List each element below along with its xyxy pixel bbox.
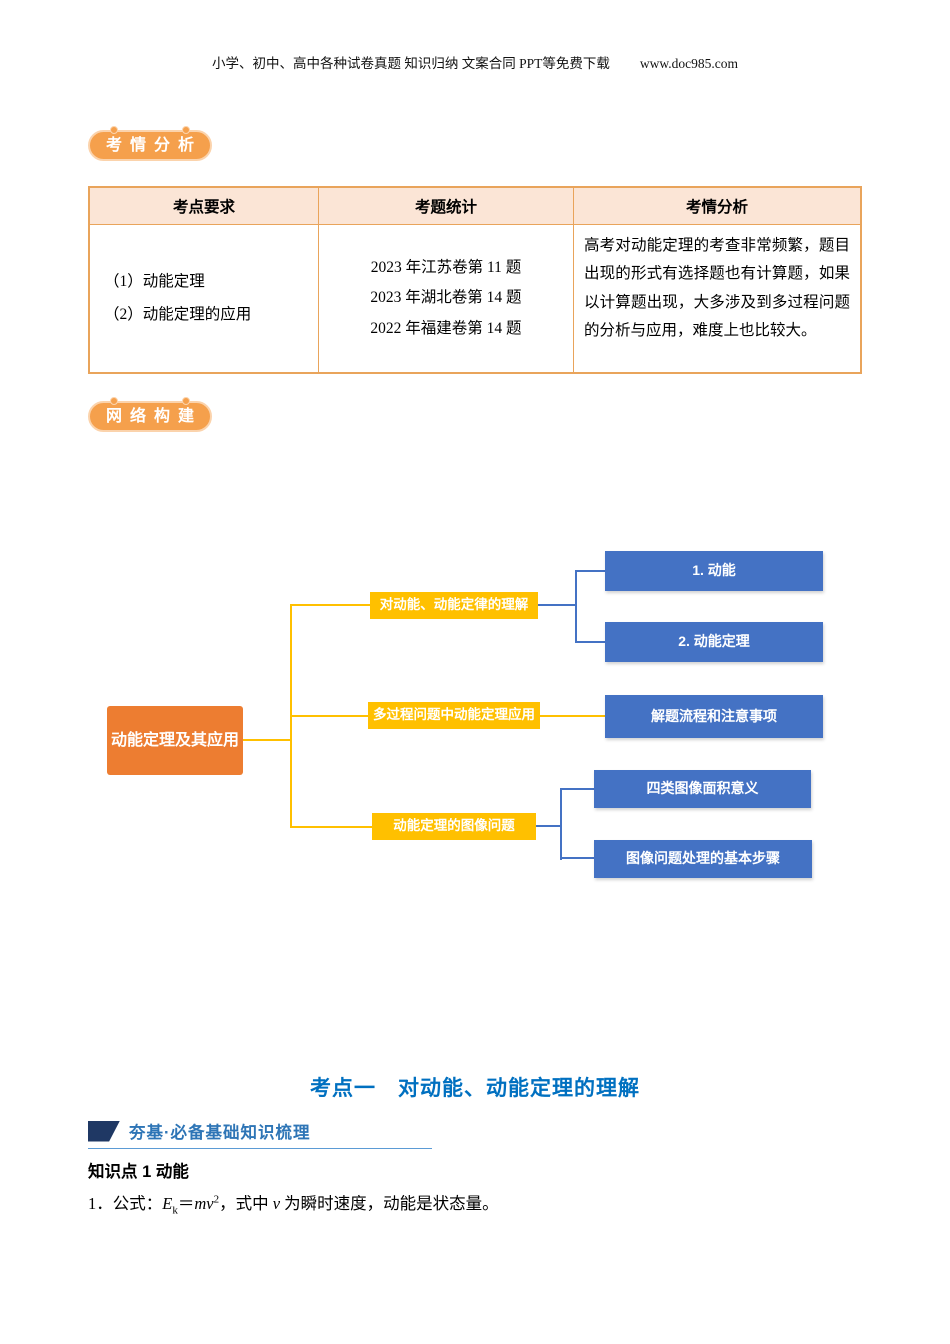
subheader-banner: 夯基·必备基础知识梳理 [88,1119,432,1149]
connector-line [575,570,605,572]
table-header-row: 考点要求 考题统计 考情分析 [90,188,860,225]
site-header: 小学、初中、高中各种试卷真题 知识归纳 文案合同 PPT等免费下载 www.doc… [0,52,950,72]
badge-exam-analysis: 考情分析 [88,126,213,161]
col-header-stats: 考题统计 [319,188,574,225]
connector-line [540,715,605,717]
formula-sub-k: k [172,1204,178,1217]
formula-equals: ＝ [177,1194,195,1213]
connector-line [575,641,605,643]
knowledge-item-1: 1．公式：Ek＝mv2，式中 v 为瞬时速度，动能是状态量。 [88,1190,499,1217]
mindmap-leaf-theorem: 2. 动能定理 [605,622,823,662]
mindmap-branch-understanding: 对动能、动能定律的理解 [370,592,538,619]
cell-requirements: （1）动能定理 （2）动能定理的应用 [90,225,319,372]
mindmap-root-node: 动能定理及其应用 [107,706,243,775]
knowledge-point-title: 知识点 1 动能 [88,1163,189,1181]
connector-line [560,857,594,859]
formula-sup-2: 2 [213,1193,220,1206]
requirement-item: （1）动能定理 [104,272,205,290]
section-title: 考点一 对动能、动能定理的理解 [310,1077,640,1100]
badge-dot-icon [110,126,118,134]
col-header-requirements: 考点要求 [90,188,319,225]
flag-shape-icon [88,1120,120,1142]
connector-line [538,604,575,606]
item-tail: 为瞬时速度，动能是状态量。 [280,1194,499,1213]
site-header-text: 小学、初中、高中各种试卷真题 知识归纳 文案合同 PPT等免费下载 [212,56,610,71]
badge-exam-analysis-label: 考情分析 [106,137,203,154]
mindmap-leaf-graph-steps: 图像问题处理的基本步骤 [594,840,812,878]
col-header-analysis: 考情分析 [574,188,860,225]
badge-network-build-label: 网络构建 [106,408,203,425]
connector-line [290,826,372,828]
badge-network-build: 网络构建 [88,397,213,432]
item-prefix: 1．公式： [88,1194,163,1213]
mindmap-leaf-solving-flow: 解题流程和注意事项 [605,695,823,738]
exam-table: 考点要求 考题统计 考情分析 （1）动能定理 （2）动能定理的应用 2023 年… [88,186,862,374]
table-body-row: （1）动能定理 （2）动能定理的应用 2023 年江苏卷第 11 题 2023 … [90,225,860,372]
connector-line [536,825,560,827]
badge-dot-icon [182,397,191,405]
mindmap-leaf-kinetic-energy: 1. 动能 [605,551,823,591]
formula-E: E [162,1194,173,1213]
stat-item: 2023 年湖北卷第 14 题 [370,289,522,307]
cell-analysis: 高考对动能定理的考查非常频繁，题目出现的形式有选择题也有计算题，如果以计算题出现… [584,237,850,340]
formula-mv: mv [194,1194,214,1213]
connector-line [560,788,594,790]
formula-v: v [272,1194,281,1213]
mindmap-branch-multiprocess: 多过程问题中动能定理应用 [368,702,540,729]
stat-item: 2022 年福建卷第 14 题 [370,319,522,337]
item-mid: ，式中 [219,1194,273,1213]
connector-line [290,604,370,606]
badge-dot-icon [182,126,191,134]
connector-line [243,739,290,741]
badge-dot-icon [110,397,118,405]
connector-line [290,715,368,717]
stat-item: 2023 年江苏卷第 11 题 [370,259,522,277]
connector-line [575,570,577,643]
mindmap-branch-graph: 动能定理的图像问题 [372,813,536,840]
subheader-label: 夯基·必备基础知识梳理 [129,1124,311,1142]
mindmap-leaf-graph-area: 四类图像面积意义 [594,770,811,808]
connector-line [560,788,562,860]
site-url: www.doc985.com [639,56,738,71]
cell-stats: 2023 年江苏卷第 11 题 2023 年湖北卷第 14 题 2022 年福建… [319,225,574,372]
requirement-item: （2）动能定理的应用 [104,305,252,323]
